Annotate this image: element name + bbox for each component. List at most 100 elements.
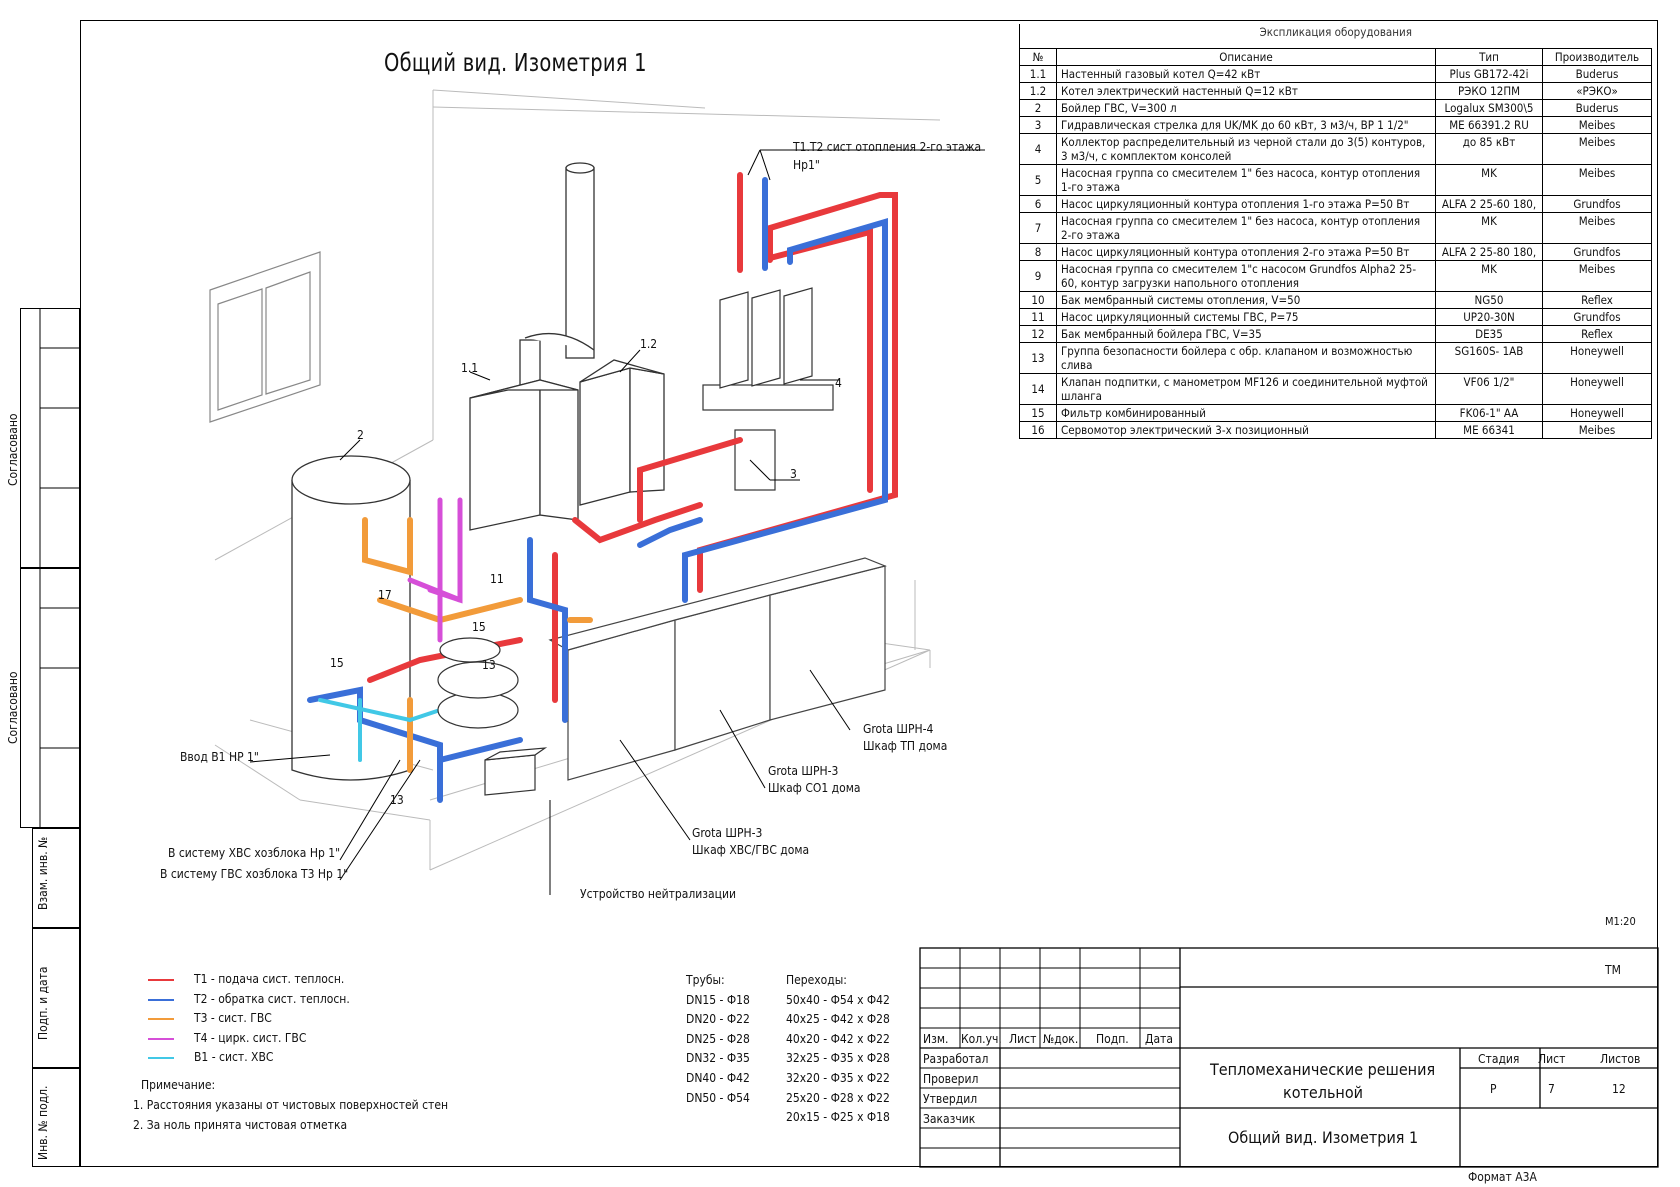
callout-15b: 15 <box>330 656 344 670</box>
tb-format: Формат А3А <box>1468 1170 1537 1184</box>
sidebar-agreed-1 <box>20 308 80 568</box>
window <box>209 251 321 423</box>
row-manufacturer: Buderus <box>1542 65 1652 83</box>
tb-sheets-label: Листов <box>1600 1052 1641 1066</box>
tb-project-title-1: Тепломеханические решения <box>1210 1060 1436 1079</box>
row-num: 11 <box>1019 308 1057 326</box>
tb-col-podp: Подп. <box>1096 1032 1129 1046</box>
row-manufacturer: Meibes <box>1542 421 1652 439</box>
sidebar-grid <box>39 308 80 828</box>
row-type: РЭКО 12ПМ <box>1435 82 1543 100</box>
neutralisation-device <box>484 747 548 796</box>
row-type: ME 66391.2 RU <box>1435 116 1543 134</box>
row-num: 4 <box>1019 133 1057 165</box>
row-manufacturer: «РЭКО» <box>1542 82 1652 100</box>
transition-item: 25х20 - Ф28 х Ф22 <box>786 1090 890 1105</box>
callout-gvs: В систему ГВС хозблока Т3 Нр 1" <box>160 867 349 881</box>
callout-neutralisation: Устройство нейтрализации <box>580 887 737 901</box>
legend-line-swatch <box>148 1037 174 1040</box>
transition-item: 20х15 - Ф25 х Ф18 <box>786 1110 890 1125</box>
pipes-header: Трубы: <box>686 973 725 987</box>
tb-role-checker: Проверил <box>923 1072 979 1086</box>
row-description: Насос циркуляционный системы ГВС, P=75 <box>1056 308 1436 326</box>
equipment-table-caption: Экспликация оборудования <box>1019 24 1652 49</box>
pipe-item: DN25 - Ф28 <box>686 1031 750 1046</box>
note-2: 2. За ноль принята чистовая отметка <box>133 1118 348 1132</box>
note-1: 1. Расстояния указаны от чистовых поверх… <box>133 1098 449 1112</box>
callout-15: 15 <box>472 620 486 634</box>
callout-input-b1: Ввод В1 НР 1" <box>180 750 259 764</box>
tb-sheet-title: Общий вид. Изометрия 1 <box>1228 1128 1419 1147</box>
callout-shrn3b-b: Шкаф ХВС/ГВС дома <box>692 843 810 857</box>
callout-shrn4-b: Шкаф ТП дома <box>863 739 948 753</box>
callout-2: 2 <box>357 428 364 442</box>
row-manufacturer: Meibes <box>1542 116 1652 134</box>
row-manufacturer: Meibes <box>1542 133 1652 165</box>
transitions-list: Переходы: 50х40 - Ф54 х Ф42 40х25 - Ф42 … <box>786 973 890 1130</box>
expansion-tanks <box>437 637 519 729</box>
tb-role-approver: Утвердил <box>923 1092 978 1106</box>
leader-lines <box>249 149 985 895</box>
tb-code: ТМ <box>1605 963 1621 977</box>
transition-item: 32х20 - Ф35 х Ф22 <box>786 1070 890 1085</box>
callout-4: 4 <box>835 376 842 390</box>
legend-text: В1 - сист. ХВС <box>194 1050 274 1064</box>
tb-stage: Р <box>1490 1082 1497 1096</box>
tb-col-izm: Изм. <box>923 1032 949 1046</box>
pipe-item: DN40 - Ф42 <box>686 1070 750 1085</box>
drawing-frame <box>80 20 1658 1167</box>
tb-col-ndok: №док. <box>1043 1032 1079 1046</box>
row-type: до 85 кВт <box>1435 133 1543 165</box>
callout-shrn3a-b: Шкаф СО1 дома <box>768 781 861 795</box>
notes: Примечание: 1. Расстояния указаны от чис… <box>133 1078 448 1138</box>
sidebar-sign-date <box>32 928 80 1068</box>
row-num: 10 <box>1019 291 1057 309</box>
collector-group <box>702 287 834 491</box>
row-manufacturer: Reflex <box>1542 325 1652 343</box>
sidebar-agreed-2 <box>20 568 80 828</box>
legend-line-swatch <box>148 1057 174 1059</box>
cabinets <box>548 557 887 781</box>
pipe-item: DN15 - Ф18 <box>686 992 750 1007</box>
callout-1-1: 1.1 <box>461 361 479 375</box>
dhw-tank <box>291 455 411 781</box>
tb-col-list: Лист <box>1009 1032 1037 1046</box>
row-manufacturer: Meibes <box>1542 164 1652 196</box>
row-description: Насос циркуляционный контура отопления 1… <box>1056 195 1436 213</box>
callout-hvs: В систему ХВС хозблока Нр 1" <box>168 846 341 860</box>
row-description: Группа безопасности бойлера с обр. клапа… <box>1056 342 1436 374</box>
pipe-t4 <box>407 497 463 643</box>
legend-line-swatch <box>148 998 174 1001</box>
callout-shrn3a-a: Grota ШРН-3 <box>768 764 839 778</box>
tb-stage-label: Стадия <box>1478 1052 1520 1066</box>
drawing-title: Общий вид. Изометрия 1 <box>384 48 647 77</box>
pipe-item: DN50 - Ф54 <box>686 1090 750 1105</box>
row-type: ME 66341 <box>1435 421 1543 439</box>
transition-item: 50х40 - Ф54 х Ф42 <box>786 992 890 1007</box>
tb-sheet-label: Лист <box>1538 1052 1566 1066</box>
row-type: MK <box>1435 260 1543 292</box>
tb-project-title-2: котельной <box>1283 1083 1363 1102</box>
row-manufacturer: Honeywell <box>1542 342 1652 374</box>
legend-line-swatch <box>148 1018 174 1020</box>
row-type: VF06 1/2" <box>1435 373 1543 405</box>
equipment-table: Экспликация оборудования № Описание Тип … <box>1019 24 1652 439</box>
legend-text: Т3 - сист. ГВС <box>194 1011 272 1025</box>
row-description: Насосная группа со смесителем 1"с насосо… <box>1056 260 1436 292</box>
notes-header: Примечание: <box>141 1078 216 1092</box>
flue-pipe <box>519 162 595 391</box>
row-description: Фильтр комбинированный <box>1056 404 1436 422</box>
row-description: Сервомотор электрический 3-х позиционный <box>1056 421 1436 439</box>
callout-11: 11 <box>490 572 504 586</box>
callout-t1t2-size: Нр1" <box>793 158 820 172</box>
